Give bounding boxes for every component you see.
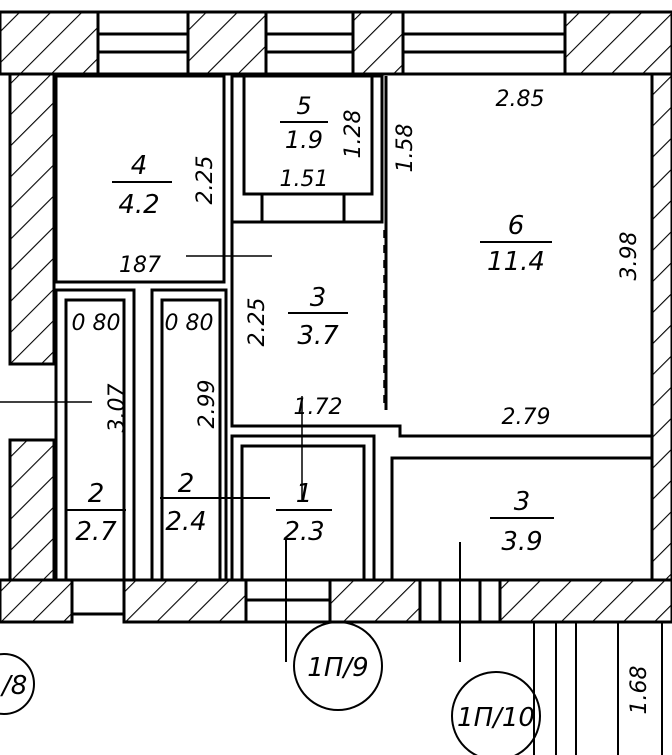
dim-1-58: 1.58 bbox=[393, 124, 418, 173]
bottom-wall-right bbox=[498, 578, 672, 624]
bottom-wall-left bbox=[0, 578, 74, 624]
window-top-2 bbox=[264, 10, 355, 76]
room-4-area: 4.2 bbox=[118, 190, 159, 220]
dim-3-07: 3.07 bbox=[105, 384, 130, 433]
top-wall-mid bbox=[186, 10, 268, 76]
dim-2-99: 2.99 bbox=[195, 380, 220, 429]
callout-10-label: 1П/10 bbox=[457, 703, 535, 733]
room-2a-area: 2.7 bbox=[75, 517, 117, 547]
room-3a-number: 3 bbox=[310, 283, 327, 313]
top-wall-far bbox=[563, 10, 672, 76]
room-5-number: 5 bbox=[296, 92, 311, 120]
room-5-area: 1.9 bbox=[285, 126, 323, 154]
right-wall bbox=[650, 72, 672, 616]
callouts bbox=[0, 540, 541, 755]
dim-2-79: 2.79 bbox=[502, 405, 551, 430]
room-2a-number: 2 bbox=[88, 479, 105, 509]
left-wall-bottom bbox=[8, 438, 56, 582]
room-4-number: 4 bbox=[131, 151, 148, 181]
dim-1-28: 1.28 bbox=[341, 110, 366, 159]
room-6-area: 11.4 bbox=[487, 247, 545, 277]
room-2b-number: 2 bbox=[178, 469, 195, 499]
room-6-number: 6 bbox=[508, 211, 525, 241]
room-3b-outline bbox=[390, 456, 654, 582]
room-3b-area: 3.9 bbox=[501, 527, 542, 557]
callout-8-label: /8 bbox=[0, 671, 27, 701]
partitions bbox=[54, 74, 654, 616]
dim-2-25-top: 2.25 bbox=[193, 156, 218, 205]
dim-1-51: 1.51 bbox=[280, 167, 329, 192]
room-2b-area: 2.4 bbox=[165, 507, 206, 537]
window-top-1 bbox=[96, 10, 190, 76]
left-wall-top bbox=[8, 72, 56, 366]
dim-3-98: 3.98 bbox=[617, 232, 642, 281]
bottom-wall-mid2 bbox=[328, 578, 422, 624]
room-1-number: 1 bbox=[296, 479, 313, 509]
exterior-lines bbox=[533, 622, 663, 755]
dim-2-25-mid: 2.25 bbox=[245, 298, 270, 347]
room-labels: 4 4.2 5 1.9 6 11.4 3 3.7 2 2.7 2 2.4 1 2… bbox=[66, 92, 554, 557]
top-wall-right bbox=[351, 10, 405, 76]
walls bbox=[0, 10, 672, 624]
room-4-outline bbox=[54, 74, 226, 284]
top-wall-left bbox=[0, 10, 100, 76]
bottom-wall-mid bbox=[122, 578, 248, 624]
window-top-3 bbox=[401, 10, 567, 76]
dim-1-68: 1.68 bbox=[627, 666, 652, 715]
room-3-outline bbox=[230, 222, 652, 438]
callout-9-label: 1П/9 bbox=[307, 653, 368, 683]
dim-0-80-left: 0 80 bbox=[72, 311, 121, 336]
callout-labels: /8 1П/9 1П/10 bbox=[0, 653, 535, 733]
room-3b-number: 3 bbox=[514, 487, 531, 517]
dim-1-72: 1.72 bbox=[294, 395, 343, 420]
dim-0-80-right: 0 80 bbox=[165, 311, 214, 336]
dimension-labels: 2.85 2.25 1.28 1.51 1.58 3.98 187 0 80 0… bbox=[0, 87, 652, 714]
dim-187: 187 bbox=[119, 253, 161, 278]
callout-8-circle bbox=[0, 653, 35, 715]
room-3a-area: 3.7 bbox=[297, 321, 339, 351]
dim-2-85: 2.85 bbox=[496, 87, 545, 112]
callout-9-circle bbox=[293, 621, 383, 711]
callout-10-circle bbox=[451, 671, 541, 755]
room-1-area: 2.3 bbox=[283, 517, 324, 547]
